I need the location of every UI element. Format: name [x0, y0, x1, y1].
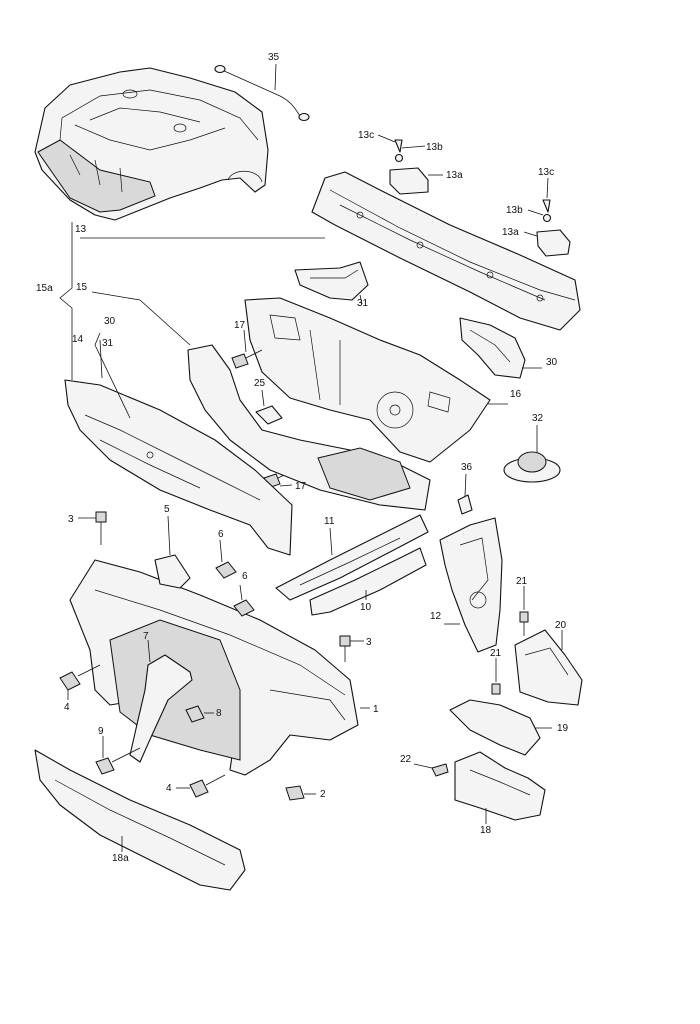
callout-6-lower: 6	[242, 571, 248, 582]
callout-36: 36	[461, 462, 473, 473]
callout-5: 5	[164, 504, 170, 515]
callout-bracket-lines	[59, 222, 325, 380]
callout-10: 10	[360, 602, 372, 613]
callout-20: 20	[555, 620, 567, 631]
part-1-front-carrier	[69, 559, 370, 776]
callout-35: 35	[268, 52, 280, 63]
callout-31-left: 31	[102, 338, 114, 349]
callout-30-right: 30	[546, 357, 558, 368]
part-7-strut	[129, 639, 193, 763]
callout-13c-lower: 13c	[538, 167, 554, 178]
callout-13c-upper: 13c	[358, 130, 374, 141]
part-4-bolt-left	[59, 664, 101, 700]
part-21-screw-upper	[519, 586, 529, 636]
callout-30-left: 30	[104, 316, 116, 327]
part-3-bolt-lower	[339, 635, 364, 662]
callout-13: 13	[75, 224, 87, 235]
part-11-rail	[275, 514, 429, 601]
callout-13a-upper: 13a	[446, 170, 463, 181]
callout-31-right: 31	[357, 298, 369, 309]
callout-13b-lower: 13b	[506, 205, 523, 216]
callout-4-bottom: 4	[166, 783, 172, 794]
callout-2: 2	[320, 789, 326, 800]
part-13a-bracket-upper	[377, 134, 443, 195]
callout-15a: 15a	[36, 283, 53, 294]
part-18a-bumper-beam	[34, 749, 246, 891]
part-20-bracket	[514, 629, 583, 706]
part-35-cable	[214, 63, 310, 122]
part-3-bolt-upper	[78, 511, 107, 545]
part-21-screw-lower	[491, 658, 501, 695]
callout-7: 7	[143, 631, 149, 642]
callout-15: 15	[76, 282, 88, 293]
part-4-bolt-bottom	[176, 774, 226, 798]
callout-21-upper: 21	[516, 576, 528, 587]
callout-17-upper: 17	[234, 320, 246, 331]
part-18-bracket	[454, 751, 546, 824]
callout-13b-upper: 13b	[426, 142, 443, 153]
callout-12: 12	[430, 611, 442, 622]
callout-19: 19	[557, 723, 569, 734]
callout-17-lower: 17	[295, 481, 307, 492]
callout-3-lower: 3	[366, 637, 372, 648]
part-15-liner	[91, 291, 431, 511]
part-6-screw-a	[215, 539, 237, 579]
callout-14: 14	[72, 334, 84, 345]
callout-22: 22	[400, 754, 412, 765]
callout-18a: 18a	[112, 853, 129, 864]
part-10-rail	[309, 547, 427, 616]
callout-18: 18	[480, 825, 492, 836]
callout-labels: 35 13c 13b 13a 13c 13b 13a 13 15a 15 30 …	[36, 52, 569, 864]
body-shell	[34, 67, 269, 221]
part-12-panel	[439, 517, 503, 653]
part-31-bracket	[294, 261, 369, 305]
part-16-bulkhead	[244, 297, 508, 463]
part-19-bracket	[449, 699, 552, 756]
callout-8: 8	[216, 708, 222, 719]
part-22-clip	[413, 763, 449, 777]
part-9-bolt	[95, 736, 141, 775]
part-6-screw-b	[233, 584, 255, 617]
part-8-nut	[185, 705, 214, 723]
callout-25: 25	[254, 378, 266, 389]
callout-13a-lower: 13a	[502, 227, 519, 238]
callout-32: 32	[532, 413, 544, 424]
callout-1: 1	[373, 704, 379, 715]
part-25-clip	[255, 389, 283, 425]
callout-16: 16	[510, 389, 522, 400]
part-14-insulation	[64, 339, 293, 556]
part-32-grommet	[503, 425, 561, 483]
part-2-screw	[285, 785, 316, 801]
part-36-bracket	[457, 473, 473, 515]
part-13a-bracket-lower	[523, 177, 571, 257]
callout-4-left: 4	[64, 702, 70, 713]
part-30-bracket	[459, 317, 542, 379]
callout-9: 9	[98, 726, 104, 737]
part-13-cowl-panel	[311, 171, 581, 331]
callout-11: 11	[324, 516, 335, 527]
callout-3-upper: 3	[68, 514, 74, 525]
part-5-bracket	[154, 515, 191, 589]
callout-6-upper: 6	[218, 529, 224, 540]
callout-21-lower: 21	[490, 648, 502, 659]
part-17-screw-upper	[231, 329, 263, 369]
